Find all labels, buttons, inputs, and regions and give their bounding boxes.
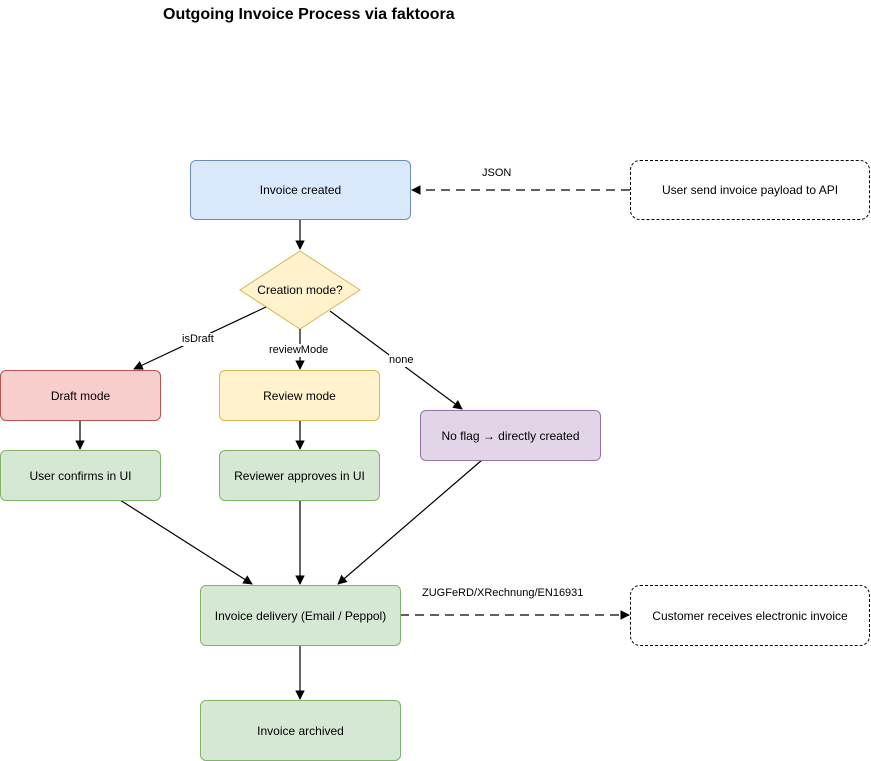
- node-user-payload: User send invoice payload to API: [630, 160, 870, 220]
- node-invoice-archived: Invoice archived: [200, 700, 401, 761]
- diagram-title: Outgoing Invoice Process via faktoora: [163, 6, 455, 23]
- node-no-flag: No flag → directly created: [420, 410, 601, 461]
- node-review-mode: Review mode: [219, 370, 380, 421]
- node-draft-mode: Draft mode: [0, 370, 161, 421]
- label-none: none: [389, 354, 414, 367]
- node-invoice-delivery: Invoice delivery (Email / Peppol): [200, 585, 401, 646]
- node-user-confirms: User confirms in UI: [0, 450, 161, 501]
- label-is-draft: isDraft: [182, 333, 214, 346]
- label-json: JSON: [482, 167, 512, 179]
- edge-noflag-to-delivery: [337, 459, 483, 585]
- node-creation-mode: Creation mode?: [257, 283, 343, 297]
- node-customer-receives: Customer receives electronic invoice: [630, 585, 870, 646]
- node-invoice-created: Invoice created: [190, 160, 411, 220]
- edge-confirm-to-delivery: [119, 499, 253, 585]
- label-review-mode: reviewMode: [269, 344, 329, 357]
- node-reviewer-approves: Reviewer approves in UI: [219, 450, 380, 501]
- label-formats: ZUGFeRD/XRechnung/EN16931: [422, 587, 584, 599]
